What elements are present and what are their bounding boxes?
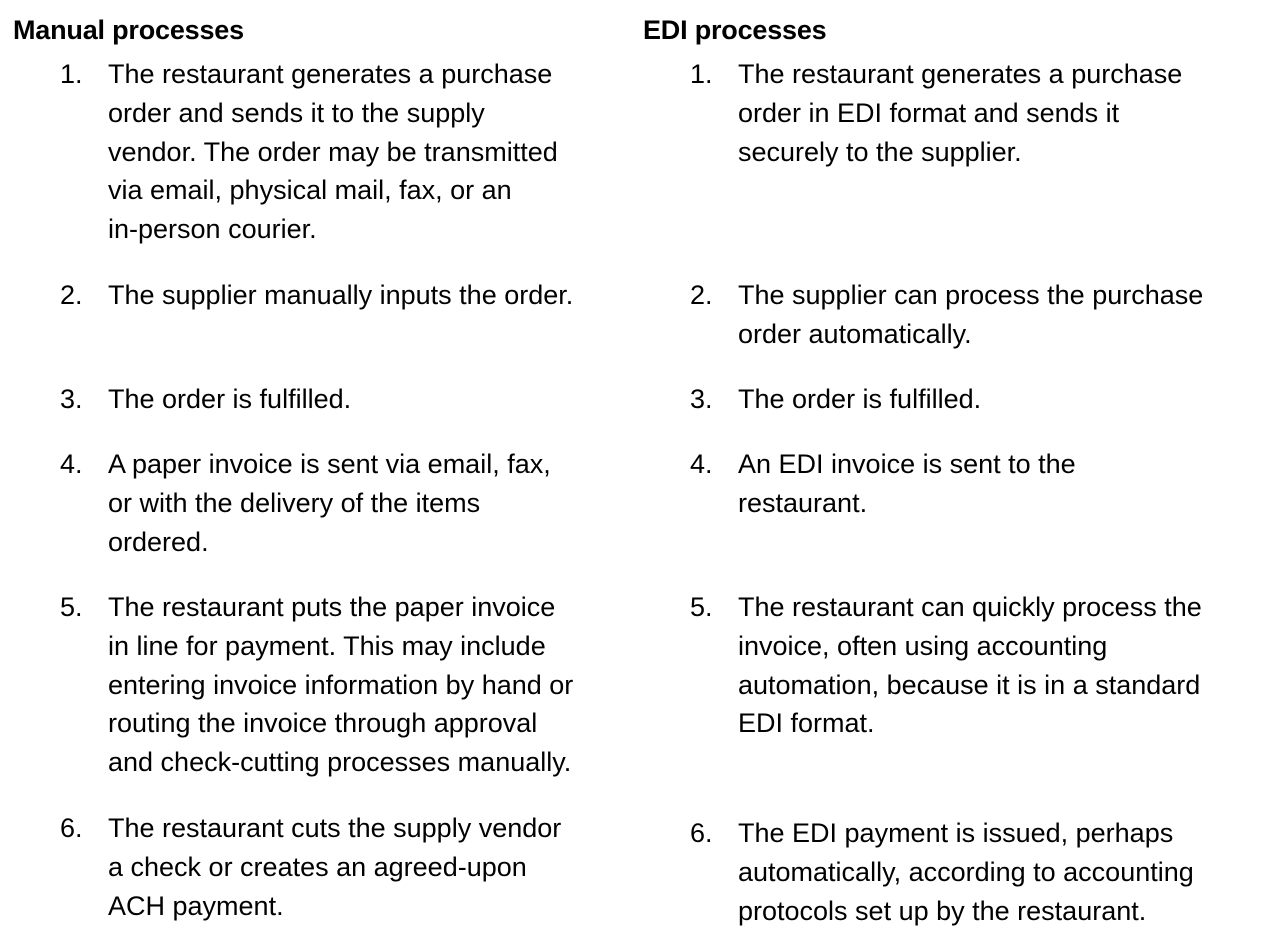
step-text: A paper invoice is sent via email, fax, o… (108, 445, 623, 561)
step-number: 3. (60, 384, 83, 414)
text-line: order in EDI format and sends it (738, 97, 1120, 128)
step-text: The supplier can process the purchase ord… (738, 276, 1258, 354)
text-line: ACH payment. (108, 890, 284, 921)
step-text: The restaurant generates a purchase order… (108, 55, 623, 249)
step-number: 6. (690, 818, 713, 848)
text-line: securely to the supplier. (738, 136, 1022, 167)
step-text: The order is fulfilled. (108, 380, 623, 419)
step-number: 1. (60, 59, 83, 89)
text-line: in line for payment. This may include (108, 630, 546, 661)
text-line: entering invoice information by hand or (108, 669, 574, 700)
text-line: An EDI invoice is sent to the (738, 449, 1076, 479)
step-number: 4. (690, 449, 713, 479)
text-line: routing the invoice through approval (108, 708, 538, 739)
edi-processes-heading: EDI processes (643, 15, 827, 45)
step-text: An EDI invoice is sent to the restaurant. (738, 445, 1258, 523)
step-text: The supplier manually inputs the order. (108, 276, 623, 315)
step-text: The order is fulfilled. (738, 380, 1258, 419)
text-line: in-person courier. (108, 214, 317, 245)
text-line: The restaurant generates a purchase (108, 59, 553, 89)
text-line: ordered. (108, 526, 209, 557)
text-line: A paper invoice is sent via email, fax, (108, 449, 551, 479)
text-line: automatically, according to accounting (738, 856, 1194, 887)
step-text: The restaurant puts the paper invoice in … (108, 588, 623, 782)
text-line: automation, because it is in a standard (738, 669, 1201, 700)
text-line: The restaurant puts the paper invoice (108, 592, 556, 622)
text-line: The restaurant generates a purchase (738, 59, 1183, 89)
step-number: 4. (60, 449, 83, 479)
edi-processes-column: EDI processes 1. The restaurant generate… (630, 0, 1278, 946)
step-text: The restaurant can quickly process the in… (738, 588, 1258, 743)
step-number: 2. (690, 280, 713, 310)
step-number: 5. (690, 592, 713, 622)
text-line: The restaurant can quickly process the (738, 592, 1202, 622)
text-line: restaurant. (738, 487, 868, 518)
text-line: via email, physical mail, fax, or an (108, 175, 512, 206)
text-line: The EDI payment is issued, perhaps (738, 818, 1174, 848)
step-text: The restaurant generates a purchase order… (738, 55, 1258, 171)
text-line: vendor. The order may be transmitted (108, 136, 558, 167)
text-line: EDI format. (738, 708, 875, 739)
step-text: The EDI payment is issued, perhaps automa… (738, 814, 1258, 930)
text-line: order and sends it to the supply (108, 97, 485, 128)
step-text: The restaurant cuts the supply vendor a c… (108, 809, 623, 925)
step-number: 3. (690, 384, 713, 414)
step-number: 1. (690, 59, 713, 89)
text-line: or with the delivery of the items (108, 487, 481, 518)
text-line: The order is fulfilled. (108, 384, 352, 414)
text-line: and check-cutting processes manually. (108, 747, 572, 778)
step-number: 5. (60, 592, 83, 622)
text-line: The supplier can process the purchase (738, 280, 1204, 310)
text-line: The restaurant cuts the supply vendor (108, 813, 562, 843)
text-line: invoice, often using accounting (738, 630, 1108, 661)
step-number: 2. (60, 280, 83, 310)
text-line: a check or creates an agreed-upon (108, 851, 527, 882)
text-line: The order is fulfilled. (738, 384, 982, 414)
text-line: protocols set up by the restaurant. (738, 895, 1147, 926)
manual-processes-heading: Manual processes (13, 15, 244, 45)
text-line: The supplier manually inputs the order. (108, 280, 574, 310)
manual-processes-column: Manual processes 1. The restaurant gener… (0, 0, 630, 946)
step-number: 6. (60, 813, 83, 843)
text-line: order automatically. (738, 318, 972, 349)
